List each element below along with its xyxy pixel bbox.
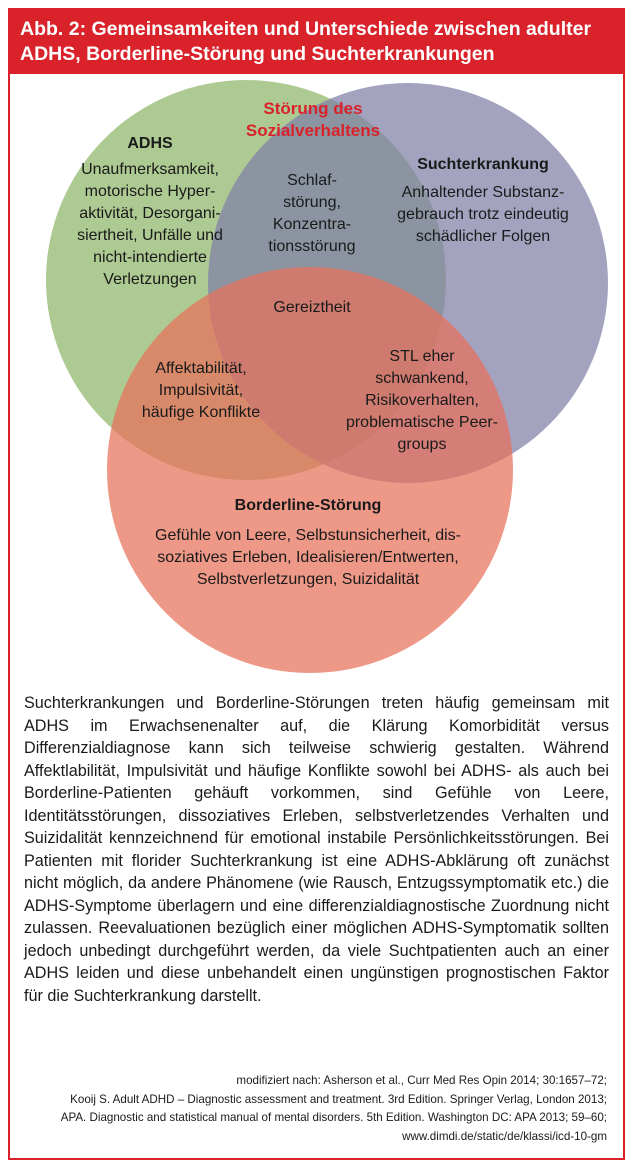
overlap-line: Impulsivität, [158, 382, 244, 399]
sucht-line: schädlicher Folgen [415, 228, 551, 245]
overlap-line: Konzentra- [272, 216, 352, 233]
adhs-sucht-overlap: Schlaf- störung, Konzentra- tionsstörung [252, 170, 372, 258]
sucht-line: Anhaltender Substanz- [401, 184, 565, 201]
borderline-circle [107, 267, 513, 673]
adhs-region: ADHS Unaufmerksamkeit, motorische Hyper-… [50, 133, 250, 291]
body-text: Suchterkrankungen und Borderline-Störung… [24, 694, 609, 1005]
figure-title-line-1: Abb. 2: Gemeinsamkeiten und Unterschiede… [20, 18, 592, 40]
label-line: Sozialverhaltens [245, 121, 381, 140]
figure-frame [8, 74, 625, 1160]
reference-line: www.dimdi.de/static/de/klassi/icd-10-gm [402, 1129, 607, 1143]
reference-line: APA. Diagnostic and statistical manual o… [60, 1111, 607, 1124]
overlap-line: STL eher [389, 348, 455, 365]
overlap-line: problematische Peer- [345, 414, 499, 431]
sucht-line: gebrauch trotz eindeutig [397, 206, 569, 223]
adhs-line: nicht-intendierte [93, 249, 207, 266]
overlap-line: groups [397, 436, 447, 453]
label-stoerung-des-sozialverhaltens: Störung des Sozialverhaltens [232, 98, 394, 142]
overlap-line: Schlaf- [287, 172, 337, 189]
adhs-line: Unaufmerksamkeit, [81, 161, 219, 178]
suchterkrankung-title: Suchterkrankung [417, 156, 549, 173]
overlap-line: Risikoverhalten, [365, 392, 479, 409]
borderline-line: Gefühle von Leere, Selbstunsicherheit, d… [155, 527, 461, 544]
overlap-line: tionsstörung [268, 238, 356, 255]
reference-line: modifiziert nach: Asherson et al., Curr … [236, 1074, 607, 1087]
venn-diagram [46, 80, 608, 673]
center-line: Gereiztheit [273, 299, 351, 316]
adhs-line: motorische Hyper- [84, 183, 216, 200]
center-overlap: Gereiztheit [252, 297, 372, 319]
references: modifiziert nach: Asherson et al., Curr … [17, 1072, 607, 1146]
label-line: Störung des [263, 99, 363, 118]
borderline-title: Borderline-Störung [234, 497, 382, 514]
figure-header: Abb. 2: Gemeinsamkeiten und Unterschiede… [8, 8, 625, 74]
adhs-title: ADHS [127, 135, 173, 152]
adhs-borderline-overlap: Affektabilität, Impulsivität, häufige Ko… [126, 358, 276, 424]
adhs-line: aktivität, Desorgani- [79, 205, 221, 222]
figure-title-line-2: ADHS, Borderline-Störung und Suchterkran… [20, 43, 495, 65]
sucht-borderline-overlap: STL eher schwankend, Risikoverhalten, pr… [322, 346, 522, 456]
suchterkrankung-region: Suchterkrankung Anhaltender Substanz- ge… [378, 154, 588, 248]
overlap-line: schwankend, [375, 370, 469, 387]
borderline-line: soziatives Erleben, Idealisieren/Entwert… [157, 549, 459, 566]
reference-line: Kooij S. Adult ADHD – Diagnostic assessm… [70, 1092, 607, 1106]
adhs-line: Verletzungen [103, 271, 197, 288]
adhs-line: siertheit, Unfälle und [77, 227, 223, 244]
borderline-line: Selbstverletzungen, Suizidalität [196, 571, 420, 588]
overlap-line: häufige Konflikte [141, 404, 261, 421]
borderline-region: Borderline-Störung Gefühle von Leere, Se… [118, 495, 498, 591]
overlap-line: störung, [283, 194, 341, 211]
overlap-line: Affektabilität, [155, 360, 247, 377]
